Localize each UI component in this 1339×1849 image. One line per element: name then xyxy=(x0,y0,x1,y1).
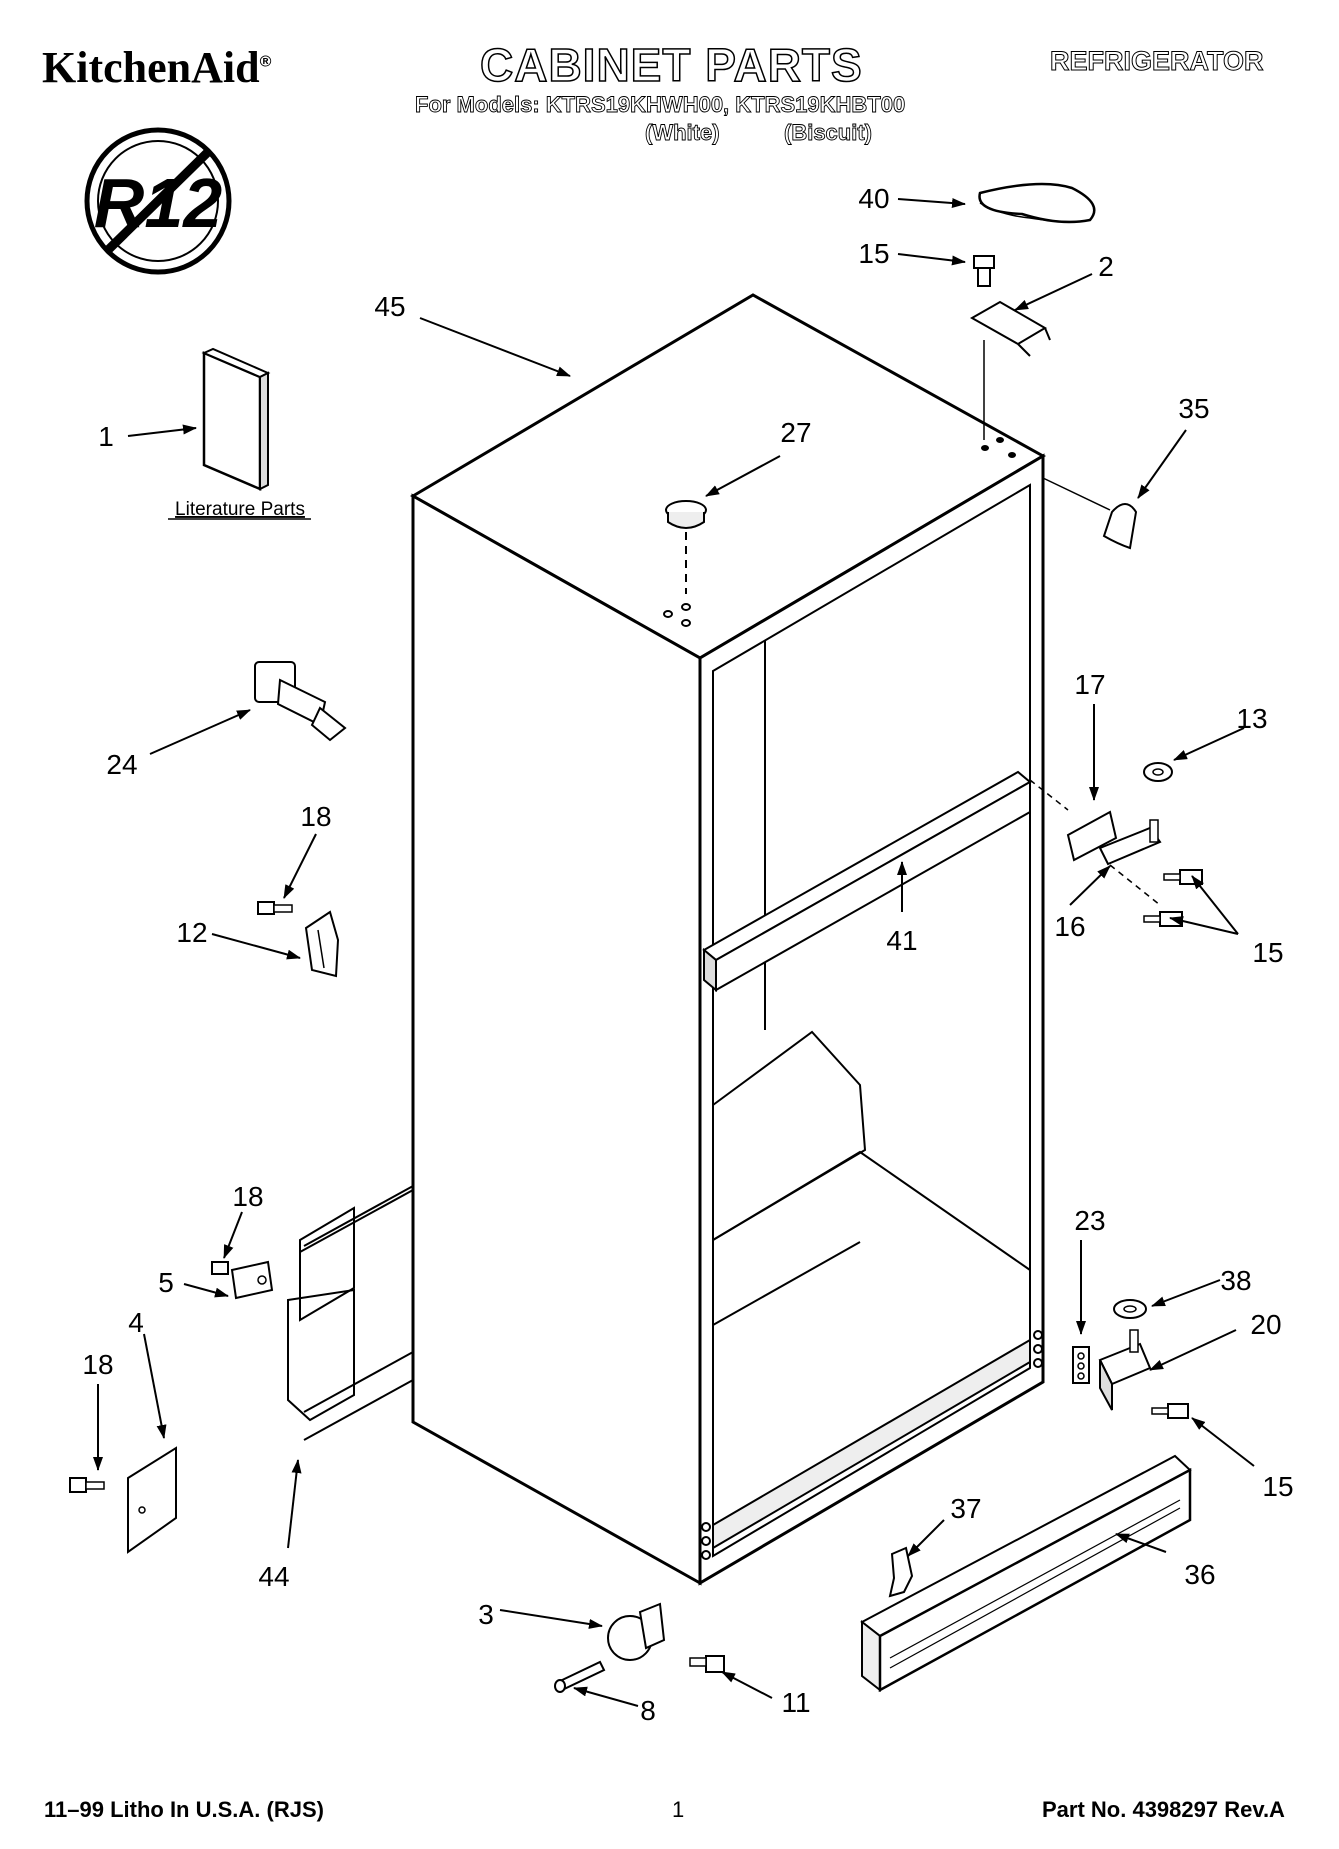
callout-40: 40 xyxy=(858,183,889,214)
callout-16: 16 xyxy=(1054,911,1085,942)
callout-1: 1 xyxy=(98,421,114,452)
brand-logo: KitchenAid® xyxy=(42,42,271,93)
bottom-washer-part xyxy=(1113,1299,1147,1319)
callout-36: 36 xyxy=(1184,1559,1215,1590)
callout-18-a: 18 xyxy=(300,801,331,832)
callout-15-mid: 15 xyxy=(1252,937,1283,968)
footer-print-info: 11–99 Litho In U.S.A. (RJS) xyxy=(44,1797,324,1822)
page-title: CABINET PARTS xyxy=(479,38,863,92)
callout-37: 37 xyxy=(950,1493,981,1524)
callout-11: 11 xyxy=(781,1687,810,1718)
no-r12-prohibition-icon: R12 xyxy=(84,127,232,275)
vent-plug-part xyxy=(665,500,707,594)
hinge-washer-part xyxy=(1143,762,1173,782)
callout-20: 20 xyxy=(1250,1309,1281,1340)
hinge-cap-part xyxy=(1042,477,1138,550)
appliance-category: REFRIGERATOR xyxy=(1050,46,1265,77)
callout-13: 13 xyxy=(1236,703,1267,734)
callout-35: 35 xyxy=(1178,393,1209,424)
callout-17: 17 xyxy=(1074,669,1105,700)
model-white: KTRS19KHWH00, xyxy=(545,92,730,118)
literature-booklet-part xyxy=(201,347,271,491)
callout-3: 3 xyxy=(478,1599,494,1630)
hinge-clip-part xyxy=(304,910,340,978)
door-bracket-part xyxy=(287,1185,414,1441)
footer-page-number: 1 xyxy=(672,1797,685,1822)
door-closer-cam-part xyxy=(607,1602,666,1661)
brand-name: KitchenAid xyxy=(42,43,260,92)
model-biscuit: KTRS19KHBT00 xyxy=(735,92,906,118)
callout-45: 45 xyxy=(374,291,405,322)
callout-27: 27 xyxy=(780,417,811,448)
bottom-hinge-part xyxy=(1098,1329,1189,1419)
callout-24: 24 xyxy=(106,749,137,780)
hinge-cover-part xyxy=(978,182,1096,224)
color-biscuit-label: (Biscuit) xyxy=(784,120,873,146)
footer-part-number: Part No. 4398297 Rev.A xyxy=(1042,1797,1285,1822)
callout-leader-lines xyxy=(93,198,1255,1707)
callout-4: 4 xyxy=(128,1307,144,1338)
callout-12: 12 xyxy=(176,917,207,948)
callout-18-b: 18 xyxy=(232,1181,263,1212)
spacer-shim-part xyxy=(1072,1346,1090,1384)
callout-15-low: 15 xyxy=(1262,1471,1293,1502)
side-cover-part xyxy=(69,1446,177,1554)
callout-44: 44 xyxy=(258,1561,289,1592)
clip-screw-part xyxy=(257,901,293,915)
callout-2: 2 xyxy=(1098,251,1114,282)
cam-pin-part xyxy=(554,1660,606,1693)
registered-mark: ® xyxy=(259,53,272,71)
literature-parts-label: Literature Parts xyxy=(175,499,305,520)
center-hinge-screws-part xyxy=(1109,864,1203,927)
callout-18-c: 18 xyxy=(82,1349,113,1380)
divider-rail-part xyxy=(702,770,1032,993)
top-hinge-screw-part xyxy=(973,255,995,287)
lower-door-stop-part xyxy=(211,1260,274,1300)
callout-23: 23 xyxy=(1074,1205,1105,1236)
leveling-leg-part xyxy=(254,661,347,742)
models-line: For Models: KTRS19KHWH00, KTRS19KHBT00 xyxy=(415,92,906,118)
center-hinge-part xyxy=(1029,779,1162,866)
refrigerator-cabinet xyxy=(410,293,1047,1586)
callout-41: 41 xyxy=(886,925,917,956)
callout-38: 38 xyxy=(1220,1265,1251,1296)
top-hinge-part xyxy=(969,300,1051,440)
models-prefix: For Models: xyxy=(415,92,541,118)
toe-grille-part xyxy=(860,1454,1192,1693)
callout-15-top: 15 xyxy=(858,238,889,269)
callout-8: 8 xyxy=(640,1695,656,1726)
color-white-label: (White) xyxy=(645,120,720,146)
callout-5: 5 xyxy=(158,1267,174,1298)
callout-numbers: 40 15 2 45 1 27 35 17 13 24 18 12 16 15 … xyxy=(82,183,1293,1726)
grille-clip-part xyxy=(888,1546,914,1598)
cam-screw-part xyxy=(689,1655,725,1673)
